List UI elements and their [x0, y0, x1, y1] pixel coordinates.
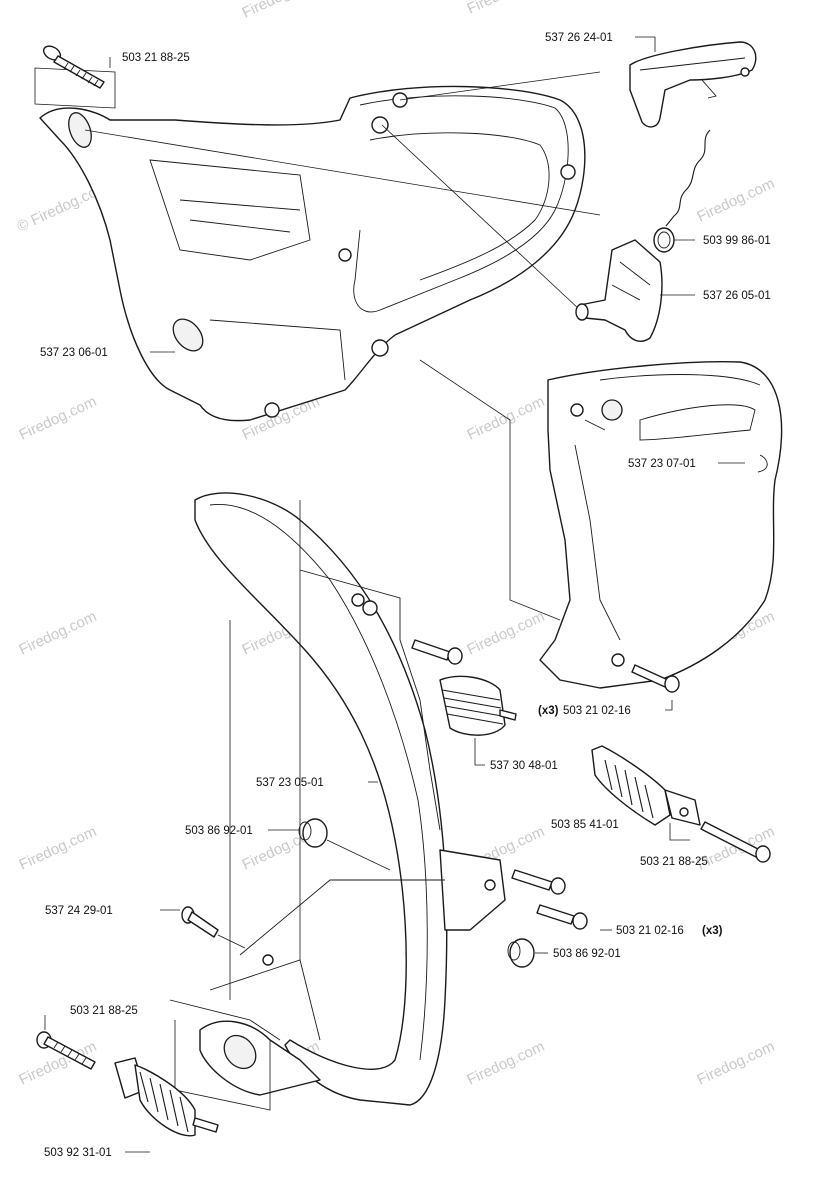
- watermark-text: Firedog.com: [17, 393, 100, 444]
- label-537260501: 537 26 05-01: [703, 290, 771, 302]
- screw-503218825-mid: [700, 821, 771, 863]
- label-537262401: 537 26 24-01: [545, 32, 613, 44]
- screw-503210216-right: [631, 664, 680, 693]
- screw-low-2: [536, 904, 588, 930]
- throttle-trigger: [629, 41, 757, 128]
- spring-50399861: [653, 129, 711, 253]
- label-537230701: 537 23 07-01: [628, 458, 696, 470]
- watermark-text: Firedog.com: [465, 393, 548, 444]
- label-503218825-bottom: 503 21 88-25: [70, 1005, 138, 1017]
- watermark-text: Firedog.com: [695, 175, 778, 226]
- label-537230501: 537 23 05-01: [256, 777, 324, 789]
- screw-503218825-bottom: [36, 1031, 96, 1070]
- leader-lines: [44, 36, 745, 1153]
- bushing-503869201-left: [298, 818, 391, 871]
- handle-cover: [539, 361, 783, 689]
- label-503923101: 503 92 31-01: [44, 1147, 112, 1159]
- label-503854101: 503 85 41-01: [551, 819, 619, 831]
- label-537242901: 537 24 29-01: [45, 905, 113, 917]
- watermark-text: Firedog.com: [465, 0, 548, 18]
- watermark-text: Firedog.com: [17, 823, 100, 874]
- pin-53724291: [181, 906, 246, 949]
- av-element-53730481: [439, 675, 517, 736]
- av-element-50385411: [591, 745, 701, 826]
- throttle-lockout: [575, 239, 663, 342]
- label-503210216-low: 503 21 02-16: [616, 925, 684, 937]
- part-labels: 503 21 88-25 537 26 24-01 503 99 86-01 5…: [40, 32, 771, 1159]
- label-503998601: 503 99 86-01: [703, 235, 771, 247]
- front-handle-bar: [169, 492, 506, 1106]
- av-element-50392311: [114, 1020, 271, 1137]
- label-503218825-mid: 503 21 88-25: [640, 856, 708, 868]
- watermark-text: Firedog.com: [465, 608, 548, 659]
- label-537304801: 537 30 48-01: [490, 760, 558, 772]
- watermark-text: Firedog.com: [17, 608, 100, 659]
- bushing-503869201-low: [507, 938, 535, 968]
- label-qty-x3-right: (x3): [538, 705, 559, 717]
- screw-low-1: [511, 869, 566, 895]
- label-503218825-top: 503 21 88-25: [122, 52, 190, 64]
- label-537230601: 537 23 06-01: [40, 347, 108, 359]
- label-503869201-low: 503 86 92-01: [553, 948, 621, 960]
- watermark-text: Firedog.com: [465, 1038, 548, 1089]
- label-503869201-left: 503 86 92-01: [185, 825, 253, 837]
- screw-503218825-top: [34, 45, 116, 109]
- label-qty-x3-low: (x3): [702, 925, 723, 937]
- label-503210216-right: 503 21 02-16: [563, 705, 631, 717]
- watermark-text: Firedog.com: [240, 0, 323, 22]
- rear-handle-body: [39, 71, 601, 422]
- watermark-text: Firedog.com: [695, 1038, 778, 1089]
- screw-near-bar: [411, 639, 463, 665]
